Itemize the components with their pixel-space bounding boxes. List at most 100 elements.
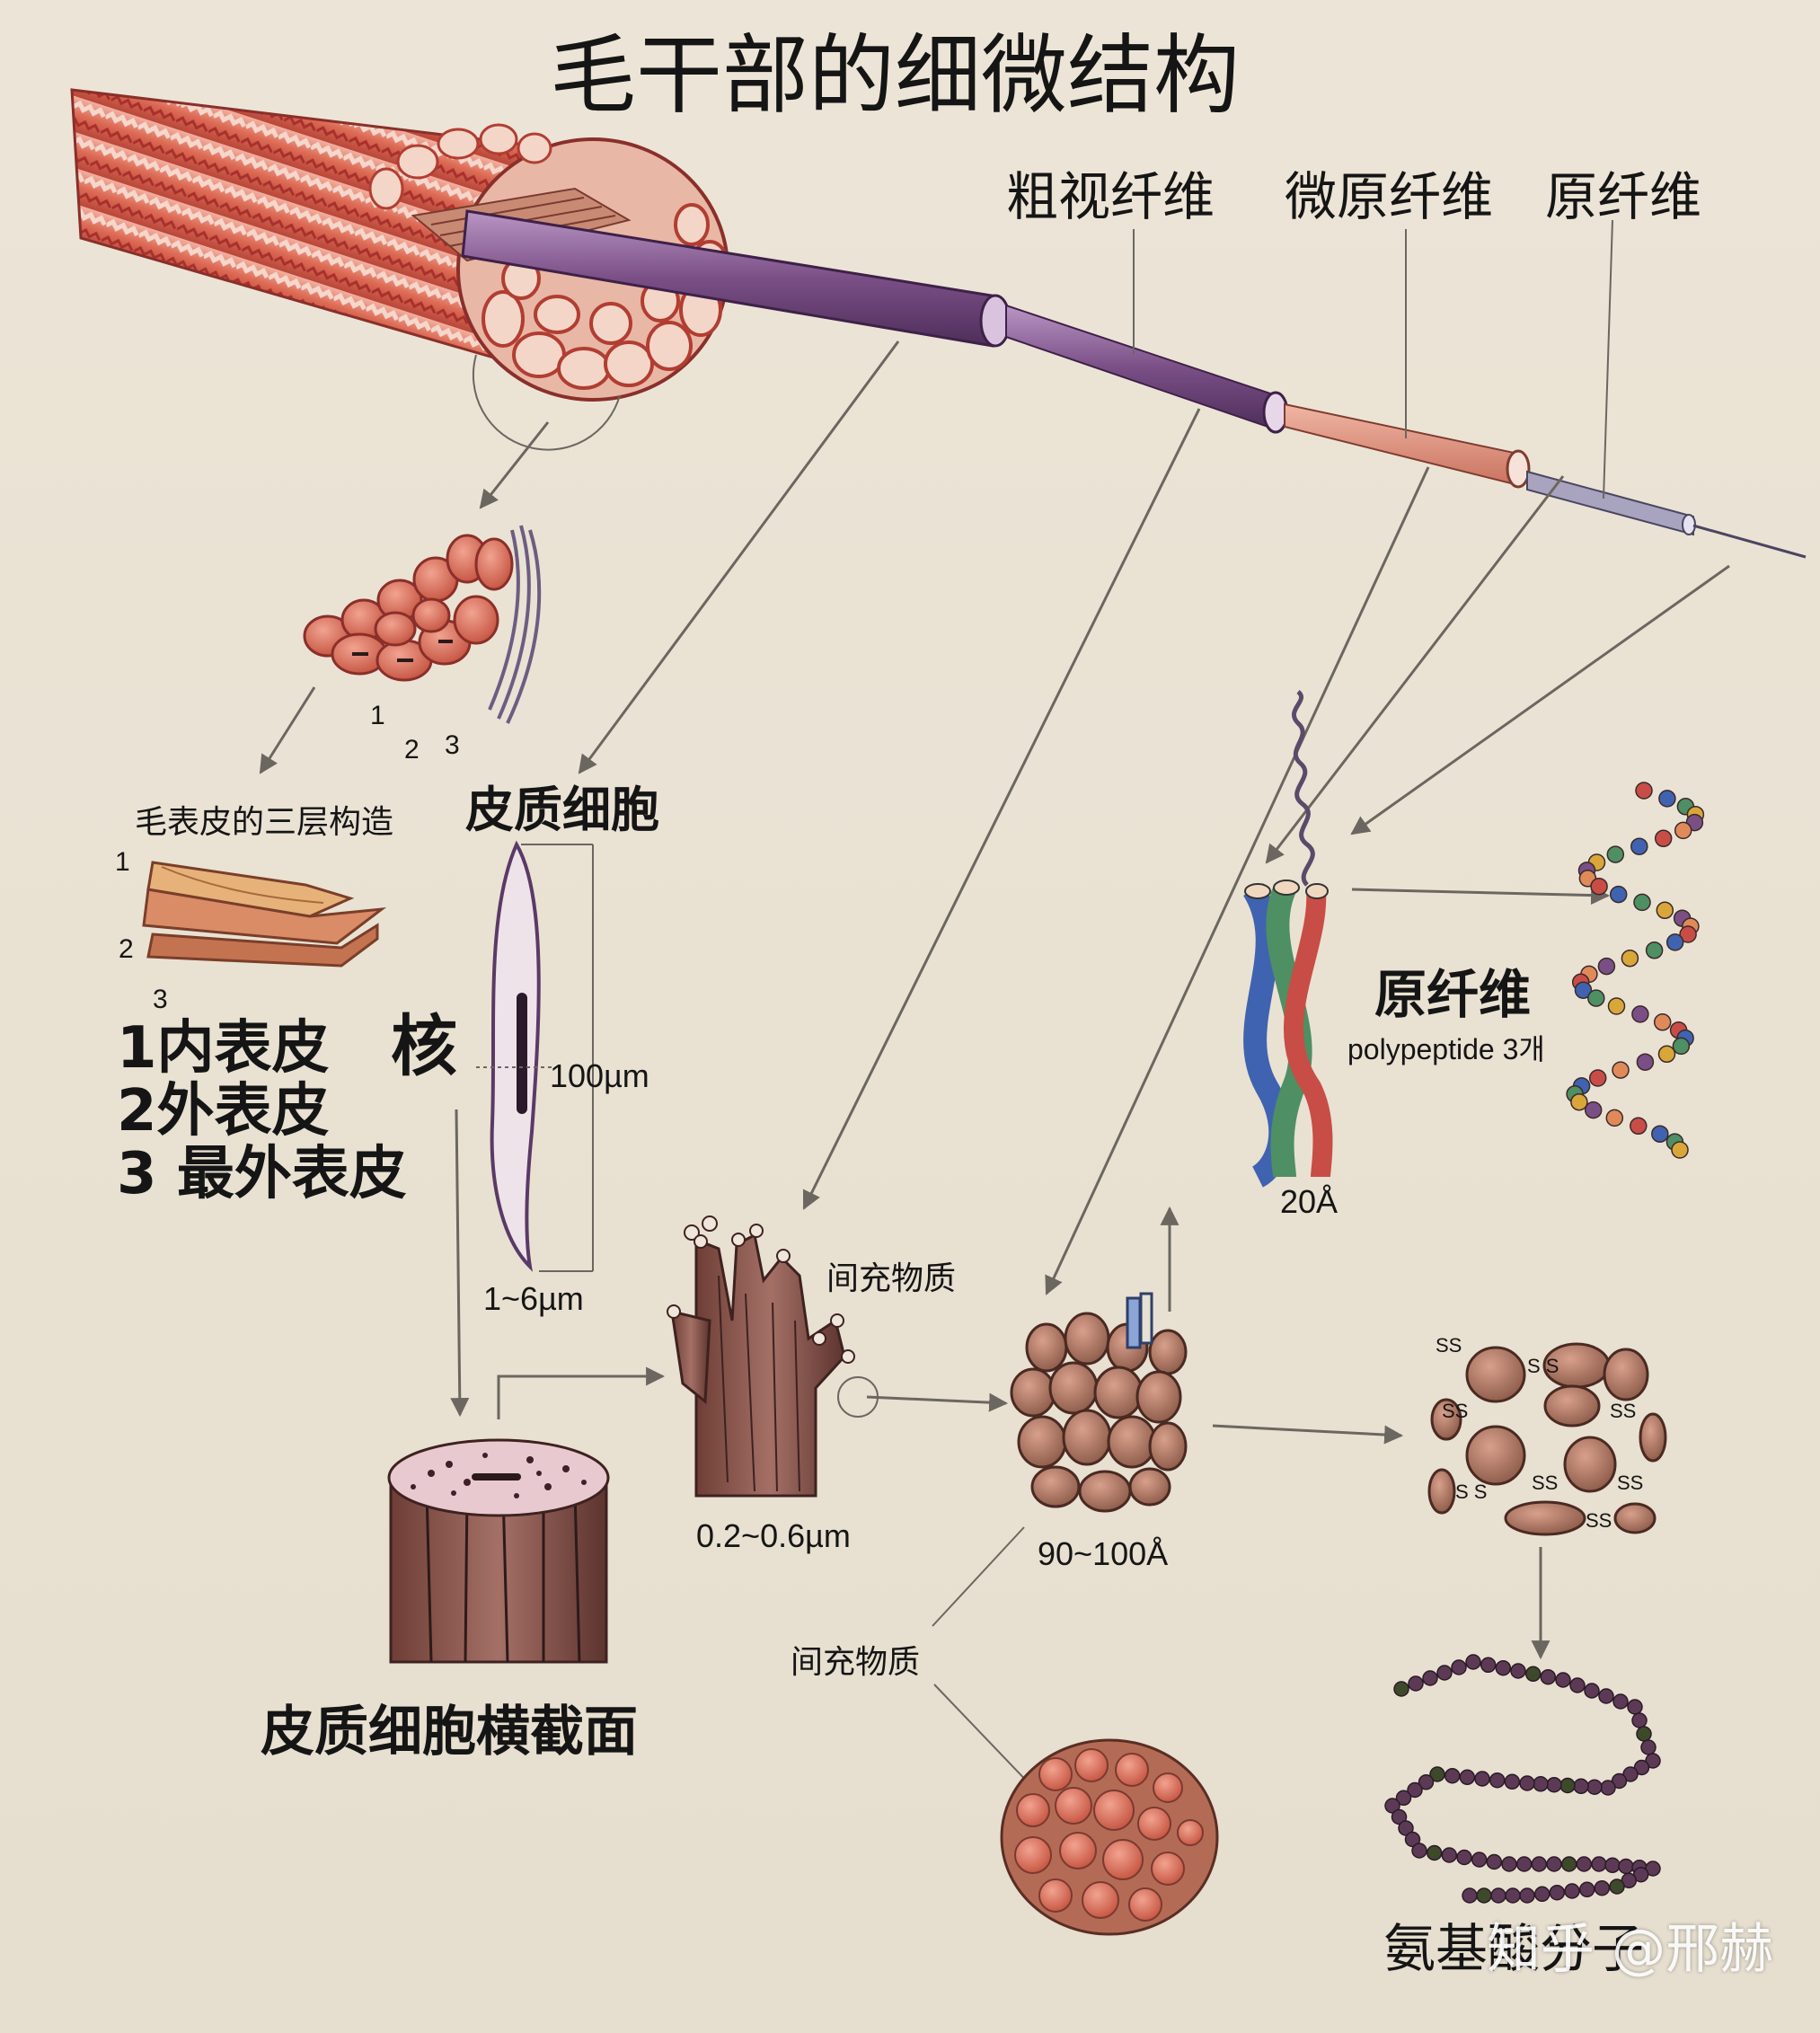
legend-inner-cuticle: 1内表皮: [117, 1015, 330, 1082]
amino-acid-bead: [1429, 1766, 1445, 1782]
amino-acid-bead: [1524, 1666, 1542, 1683]
legend-outermost-cuticle: 3 最外表皮: [117, 1141, 407, 1207]
amino-acid-bead: [1598, 1688, 1614, 1704]
amino-acid-bead: [1519, 1775, 1535, 1791]
amino-acid-bead: [1504, 1773, 1521, 1790]
ss-bond-4: SS: [1610, 1400, 1637, 1422]
cuticle-layer-3: 3: [153, 985, 168, 1014]
macrofibril-label: 粗视纤维: [1006, 166, 1215, 227]
helix-bead: [1597, 957, 1616, 976]
cuticle-layer-2: 2: [119, 934, 134, 964]
amino-acid-bead: [1618, 1858, 1634, 1875]
amino-acid-bead: [1540, 1668, 1557, 1685]
amino-acid-bead: [1631, 1712, 1648, 1728]
cuticle-layers: [142, 861, 387, 968]
helix-bead: [1607, 997, 1626, 1015]
proto-size: 20Å: [1280, 1183, 1338, 1220]
ss-bond-5: S S: [1455, 1481, 1488, 1503]
amino-acid-bead: [1612, 1693, 1629, 1710]
helix-bead: [1679, 925, 1697, 943]
protofibril-twist: [1242, 690, 1333, 1188]
helix-bead: [1657, 1045, 1676, 1064]
amino-acid-bead: [1418, 1774, 1435, 1790]
cortex-width: 1~6µm: [483, 1280, 584, 1317]
amino-acid-bead: [1564, 1883, 1580, 1899]
amino-acid-bead: [1395, 1790, 1412, 1807]
amino-acid-bead: [1519, 1887, 1535, 1904]
amino-acid-bead: [1462, 1887, 1478, 1904]
micro-matrix-label: 间充物质: [791, 1644, 921, 1681]
macro-matrix-label: 间充物质: [826, 1260, 957, 1297]
ss-bond-7: SS: [1617, 1472, 1644, 1494]
amino-acid-bead: [1474, 1771, 1490, 1787]
helix-bead: [1621, 949, 1639, 968]
cuticle-number-2: 2: [404, 735, 420, 765]
amino-acid-bead: [1636, 1726, 1652, 1742]
amino-acid-bead: [1594, 1879, 1611, 1896]
amino-acid-bead: [1501, 1856, 1517, 1872]
amino-acid-bead: [1531, 1856, 1548, 1872]
cortex-cross-section: [387, 1438, 610, 1664]
cuticle-layer-1: 1: [115, 847, 130, 877]
helix-bead: [1645, 941, 1664, 959]
amino-acid-bead: [1600, 1780, 1616, 1796]
legend-outer-cuticle: 2外表皮: [117, 1078, 330, 1145]
cortex-cell: [476, 840, 594, 1272]
hair-shaft: [70, 88, 1807, 559]
amino-acid-bead: [1489, 1772, 1506, 1789]
amino-acid-bead: [1411, 1843, 1427, 1859]
amino-acid-bead: [1586, 1779, 1603, 1795]
ss-bond-3: SS: [1442, 1400, 1469, 1422]
protofibril-label: 原纤维: [1545, 166, 1702, 227]
microfibril-bundle: [1010, 1292, 1188, 1513]
amino-acid-bead: [1441, 1847, 1458, 1863]
helix-bead: [1609, 885, 1628, 904]
amino-acid-bead: [1393, 1681, 1409, 1697]
proto-label: 原纤维: [1374, 964, 1532, 1025]
helix-bead: [1590, 877, 1608, 896]
helix-bead: [1635, 782, 1653, 800]
amino-acid-bead: [1451, 1659, 1467, 1675]
amino-acid-bead: [1495, 1659, 1512, 1676]
microfibril-label: 微原纤维: [1285, 166, 1494, 227]
amino-acid-label: 氨基酸分子: [1383, 1918, 1645, 1979]
amino-acid-bead: [1422, 1670, 1438, 1686]
cuticle-cluster: [303, 525, 542, 724]
helix-bead: [1574, 981, 1593, 999]
helix-bead: [1584, 1100, 1603, 1119]
amino-acid-bead: [1490, 1887, 1506, 1904]
amino-acid-bead: [1560, 1856, 1577, 1872]
ss-bond-8: SS: [1586, 1509, 1612, 1532]
helix-bead: [1588, 1069, 1607, 1087]
watermark: 知乎 @邢赫: [1487, 1918, 1774, 1981]
ss-bond-6: SS: [1532, 1472, 1559, 1494]
helix-bead: [1587, 989, 1605, 1007]
page-title: 毛干部的细微结构: [550, 25, 1240, 126]
amino-acid-bead: [1408, 1675, 1424, 1692]
amino-acid-bead: [1569, 1677, 1586, 1693]
helix-bead: [1651, 1125, 1669, 1143]
amino-acid-bead: [1444, 1767, 1461, 1784]
amino-acid-bead: [1426, 1844, 1443, 1861]
helix-bead: [1606, 845, 1625, 863]
cross-section-label: 皮质细胞横截面: [261, 1701, 638, 1763]
helix-bead: [1672, 1037, 1691, 1056]
helix-bead: [1636, 1053, 1655, 1071]
cortex-cell-heading: 皮质细胞: [465, 782, 659, 838]
helix-bead: [1653, 1013, 1672, 1031]
amino-acid-bead: [1584, 1683, 1600, 1699]
amino-acid-bead: [1555, 1672, 1571, 1688]
amino-acid-bead: [1436, 1665, 1453, 1681]
amino-acid-bead: [1546, 1856, 1562, 1872]
amino-acid-bead: [1471, 1852, 1488, 1868]
amino-acid-bead: [1559, 1777, 1576, 1794]
helix-bead: [1631, 1005, 1649, 1023]
matrix-ss-section: [1427, 1342, 1667, 1536]
nucleus-label: 核: [391, 1008, 457, 1085]
helix-bead: [1605, 1109, 1624, 1127]
macro-size: 0.2~0.6µm: [696, 1517, 851, 1554]
amino-acid-bead: [1549, 1884, 1566, 1901]
amino-acid-bead: [1459, 1769, 1476, 1786]
amino-acid-bead: [1640, 1739, 1657, 1755]
